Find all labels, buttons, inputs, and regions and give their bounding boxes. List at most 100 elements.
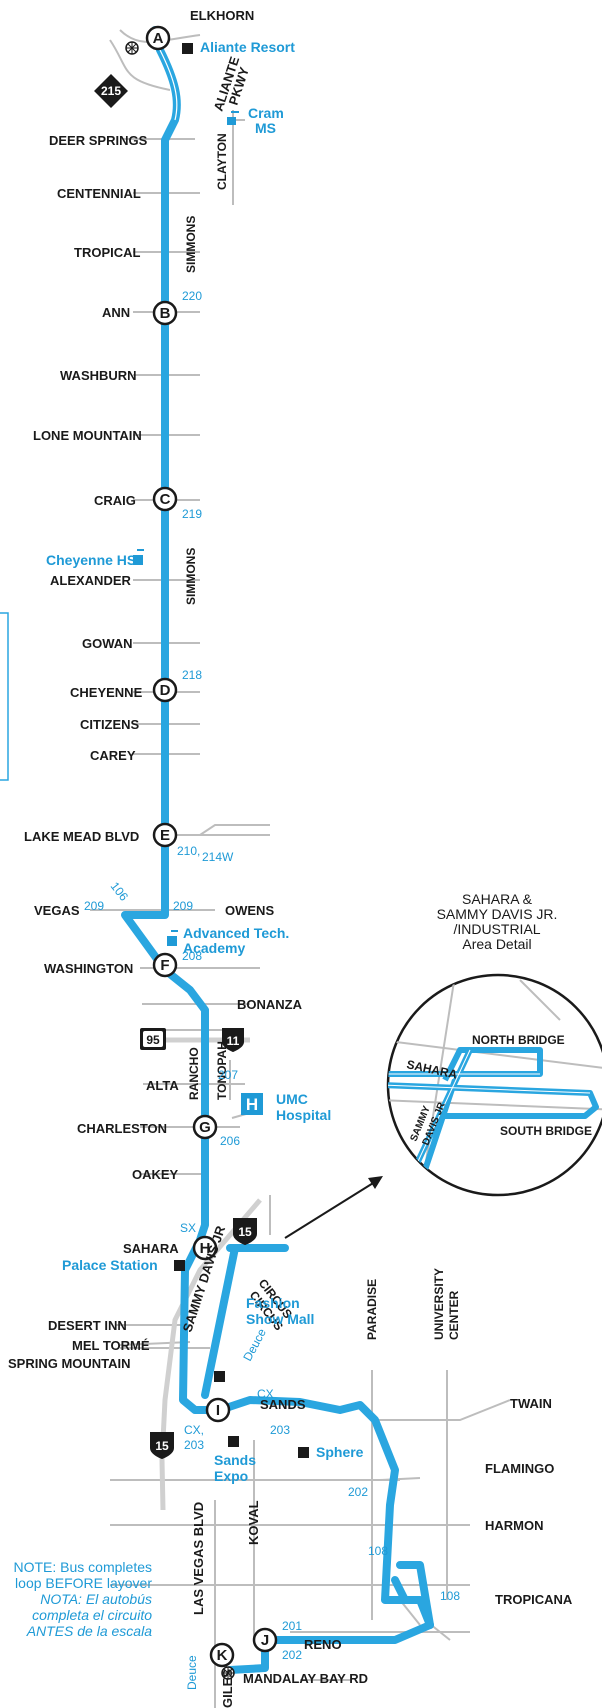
street-elkhorn: ELKHORN: [190, 8, 254, 23]
svg-text:203: 203: [270, 1423, 290, 1437]
street-washington: WASHINGTON: [44, 961, 133, 976]
us-95-shield: 95: [140, 1028, 166, 1050]
stop-i[interactable]: I: [205, 1397, 231, 1423]
poi-cram-ms[interactable]: MS: [255, 120, 276, 136]
svg-text:210,: 210,: [177, 844, 200, 858]
street-sahara: SAHARA: [123, 1241, 179, 1256]
svg-text:SAMMY DAVIS JR.: SAMMY DAVIS JR.: [437, 906, 558, 922]
svg-text:15: 15: [238, 1225, 252, 1239]
svg-text:15: 15: [155, 1439, 169, 1453]
aliante-resort-marker: [182, 43, 193, 54]
stop-k[interactable]: K: [209, 1642, 235, 1668]
palace-station-marker: [174, 1260, 185, 1271]
svg-text:106: 106: [108, 879, 132, 904]
svg-text:A: A: [153, 30, 164, 47]
svg-text:H: H: [246, 1095, 258, 1114]
stop-b[interactable]: B: [152, 300, 178, 326]
poi-show-mall[interactable]: Show Mall: [246, 1311, 314, 1327]
svg-text:NOTA: El autobús: NOTA: El autobús: [40, 1591, 152, 1607]
street-las-vegas-blvd: LAS VEGAS BLVD: [191, 1502, 206, 1615]
street-koval: KOVAL: [246, 1500, 261, 1545]
stop-j[interactable]: J: [252, 1627, 278, 1653]
svg-text:CX,: CX,: [184, 1423, 204, 1437]
svg-text:G: G: [199, 1119, 211, 1136]
poi-cram[interactable]: Cram: [248, 105, 284, 121]
svg-text:203: 203: [184, 1438, 204, 1452]
poi-academy[interactable]: Academy: [183, 940, 245, 956]
svg-text:207: 207: [218, 1068, 238, 1082]
svg-text:218: 218: [182, 668, 202, 682]
poi-umc[interactable]: UMC: [276, 1091, 308, 1107]
svg-text:J: J: [261, 1632, 269, 1649]
poi-expo[interactable]: Expo: [214, 1468, 248, 1484]
stop-d[interactable]: D: [152, 677, 178, 703]
poi-sphere[interactable]: Sphere: [316, 1444, 364, 1460]
connecting-routes: 220 219 218 210, 214W 209 209 106 208 20…: [84, 289, 460, 1662]
svg-text:CX: CX: [257, 1387, 274, 1401]
street-clayton: CLAYTON: [215, 133, 229, 190]
street-harmon: HARMON: [485, 1518, 544, 1533]
street-craig: CRAIG: [94, 493, 136, 508]
street-lake-mead: LAKE MEAD BLVD: [24, 829, 139, 844]
svg-text:D: D: [160, 682, 171, 699]
street-vegas: VEGAS: [34, 903, 80, 918]
poi-hospital[interactable]: Hospital: [276, 1107, 331, 1123]
street-carey: CAREY: [90, 748, 136, 763]
street-tropical: TROPICAL: [74, 245, 141, 260]
street-lone-mountain: LONE MOUNTAIN: [33, 428, 142, 443]
fashion-show-marker: [214, 1371, 225, 1382]
poi-fashion[interactable]: Fashion: [246, 1295, 300, 1311]
street-mel-torme: MEL TORMÉ: [72, 1338, 150, 1353]
stop-h[interactable]: H: [192, 1235, 218, 1261]
svg-text:208: 208: [182, 949, 202, 963]
stop-g[interactable]: G: [192, 1114, 218, 1140]
street-desert-inn: DESERT INN: [48, 1318, 127, 1333]
street-rancho: RANCHO: [187, 1047, 201, 1100]
street-ann: ANN: [102, 305, 130, 320]
poi-palace-station[interactable]: Palace Station: [62, 1257, 158, 1273]
sands-expo-marker: [228, 1436, 239, 1447]
school-icon: [133, 549, 144, 565]
svg-text:206: 206: [220, 1134, 240, 1148]
i-15-shield-north: 15: [233, 1218, 257, 1245]
area-detail-inset: SAHARA & SAMMY DAVIS JR. /INDUSTRIAL Are…: [284, 891, 602, 1239]
street-alexander: ALEXANDER: [50, 573, 132, 588]
svg-text:214W: 214W: [202, 850, 234, 864]
i-15-shield-south: 15: [150, 1432, 174, 1459]
street-mandalay-bay: MANDALAY BAY RD: [243, 1671, 368, 1686]
svg-text:201: 201: [282, 1619, 302, 1633]
sphere-marker: [298, 1447, 309, 1458]
street-centennial: CENTENNIAL: [57, 186, 141, 201]
poi-advanced-tech[interactable]: Advanced Tech.: [183, 925, 289, 941]
stop-e[interactable]: E: [152, 822, 178, 848]
street-oakey: OAKEY: [132, 1167, 179, 1182]
svg-text:completa el circuito: completa el circuito: [32, 1607, 152, 1623]
svg-text:219: 219: [182, 507, 202, 521]
svg-text:215: 215: [101, 84, 121, 98]
school-icon: [167, 930, 178, 946]
street-deer-springs: DEER SPRINGS: [49, 133, 148, 148]
stop-c[interactable]: C: [152, 486, 178, 512]
street-reno: RENO: [304, 1637, 342, 1652]
i-11-shield: 11: [222, 1028, 244, 1052]
transit-center-icon: [125, 41, 139, 55]
transit-center-icon-south: [221, 1666, 235, 1680]
svg-text:E: E: [160, 827, 170, 844]
svg-text:202: 202: [282, 1648, 302, 1662]
poi-cheyenne-hs[interactable]: Cheyenne HS: [46, 552, 136, 568]
street-tonopah: TONOPAH: [215, 1041, 229, 1100]
poi-aliante-resort[interactable]: Aliante Resort: [200, 39, 295, 55]
stop-a[interactable]: A: [145, 25, 171, 51]
page-bracket: [0, 612, 9, 781]
street-flamingo: FLAMINGO: [485, 1461, 554, 1476]
street-simmons-south: SIMMONS: [184, 548, 198, 605]
svg-text:ANTES de la escala: ANTES de la escala: [26, 1623, 152, 1639]
svg-text:108: 108: [440, 1589, 460, 1603]
svg-text:220: 220: [182, 289, 202, 303]
poi-sands[interactable]: Sands: [214, 1452, 256, 1468]
stop-f[interactable]: F: [152, 952, 178, 978]
svg-text:B: B: [160, 305, 171, 322]
svg-text:K: K: [217, 1647, 228, 1664]
street-sands: SANDS: [260, 1397, 306, 1412]
street-owens: OWENS: [225, 903, 274, 918]
